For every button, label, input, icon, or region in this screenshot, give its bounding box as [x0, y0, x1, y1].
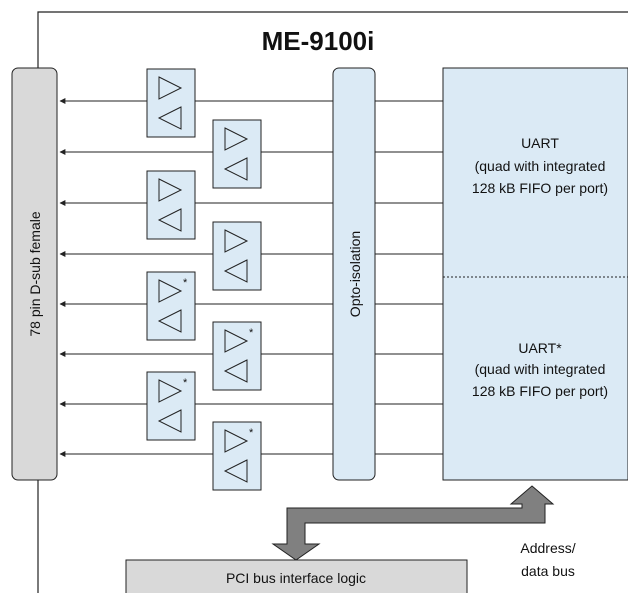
uart-bottom-desc-1: (quad with integrated	[475, 361, 606, 377]
line-driver: *	[212, 321, 262, 391]
uart-top-desc-2: 128 kB FIFO per port)	[472, 180, 608, 196]
line-driver	[146, 68, 196, 138]
line-driver	[212, 221, 262, 291]
address-data-bus-arrow	[271, 485, 555, 561]
driver-triangle-right	[158, 178, 183, 202]
uart-block	[442, 67, 628, 481]
driver-triangle-left	[223, 359, 248, 383]
driver-asterisk: *	[183, 277, 188, 289]
uart-bottom-title: UART*	[518, 340, 562, 356]
line-driver: *	[146, 271, 196, 341]
line-driver-box	[212, 119, 262, 189]
uart-bottom-desc-2: 128 kB FIFO per port)	[472, 383, 608, 399]
line-driver-box	[146, 371, 196, 441]
driver-triangle-left	[223, 459, 248, 483]
driver-asterisk: *	[183, 377, 188, 389]
driver-triangle-left	[157, 106, 182, 130]
driver-triangle-left	[223, 259, 248, 283]
line-driver-box	[146, 68, 196, 138]
driver-triangle-left	[157, 208, 182, 232]
uart-top-title: UART	[521, 135, 559, 151]
line-driver-box	[212, 221, 262, 291]
bus-label-line2: data bus	[521, 563, 575, 579]
pci-interface-block	[125, 559, 468, 593]
pci-interface-label: PCI bus interface logic	[226, 570, 366, 586]
line-driver-box	[212, 321, 262, 391]
board-title: ME-9100i	[262, 26, 375, 56]
line-driver-box	[212, 421, 262, 491]
driver-triangle-right	[224, 127, 249, 151]
driver-triangle-left	[157, 309, 182, 333]
driver-triangle-right	[158, 76, 183, 100]
driver-triangle-right	[158, 379, 183, 403]
line-drivers: * * * *	[146, 68, 262, 491]
line-driver	[146, 170, 196, 240]
driver-triangle-left	[157, 409, 182, 433]
signal-lines	[59, 98, 443, 457]
driver-triangle-right	[224, 429, 249, 453]
driver-triangle-left	[223, 157, 248, 181]
opto-isolation-block	[332, 67, 376, 481]
line-driver-box	[146, 170, 196, 240]
dsub-connector	[11, 67, 58, 481]
driver-triangle-right	[158, 279, 183, 303]
driver-triangle-right	[224, 229, 249, 253]
line-driver-box	[146, 271, 196, 341]
uart-top-desc-1: (quad with integrated	[475, 158, 606, 174]
line-driver: *	[146, 371, 196, 441]
opto-isolation-label: Opto-isolation	[347, 231, 363, 317]
line-driver	[212, 119, 262, 189]
driver-triangle-right	[224, 329, 249, 353]
bus-label-line1: Address/	[520, 540, 575, 556]
driver-asterisk: *	[249, 327, 254, 339]
driver-asterisk: *	[249, 427, 254, 439]
dsub-connector-label: 78 pin D-sub female	[27, 211, 43, 337]
line-driver: *	[212, 421, 262, 491]
